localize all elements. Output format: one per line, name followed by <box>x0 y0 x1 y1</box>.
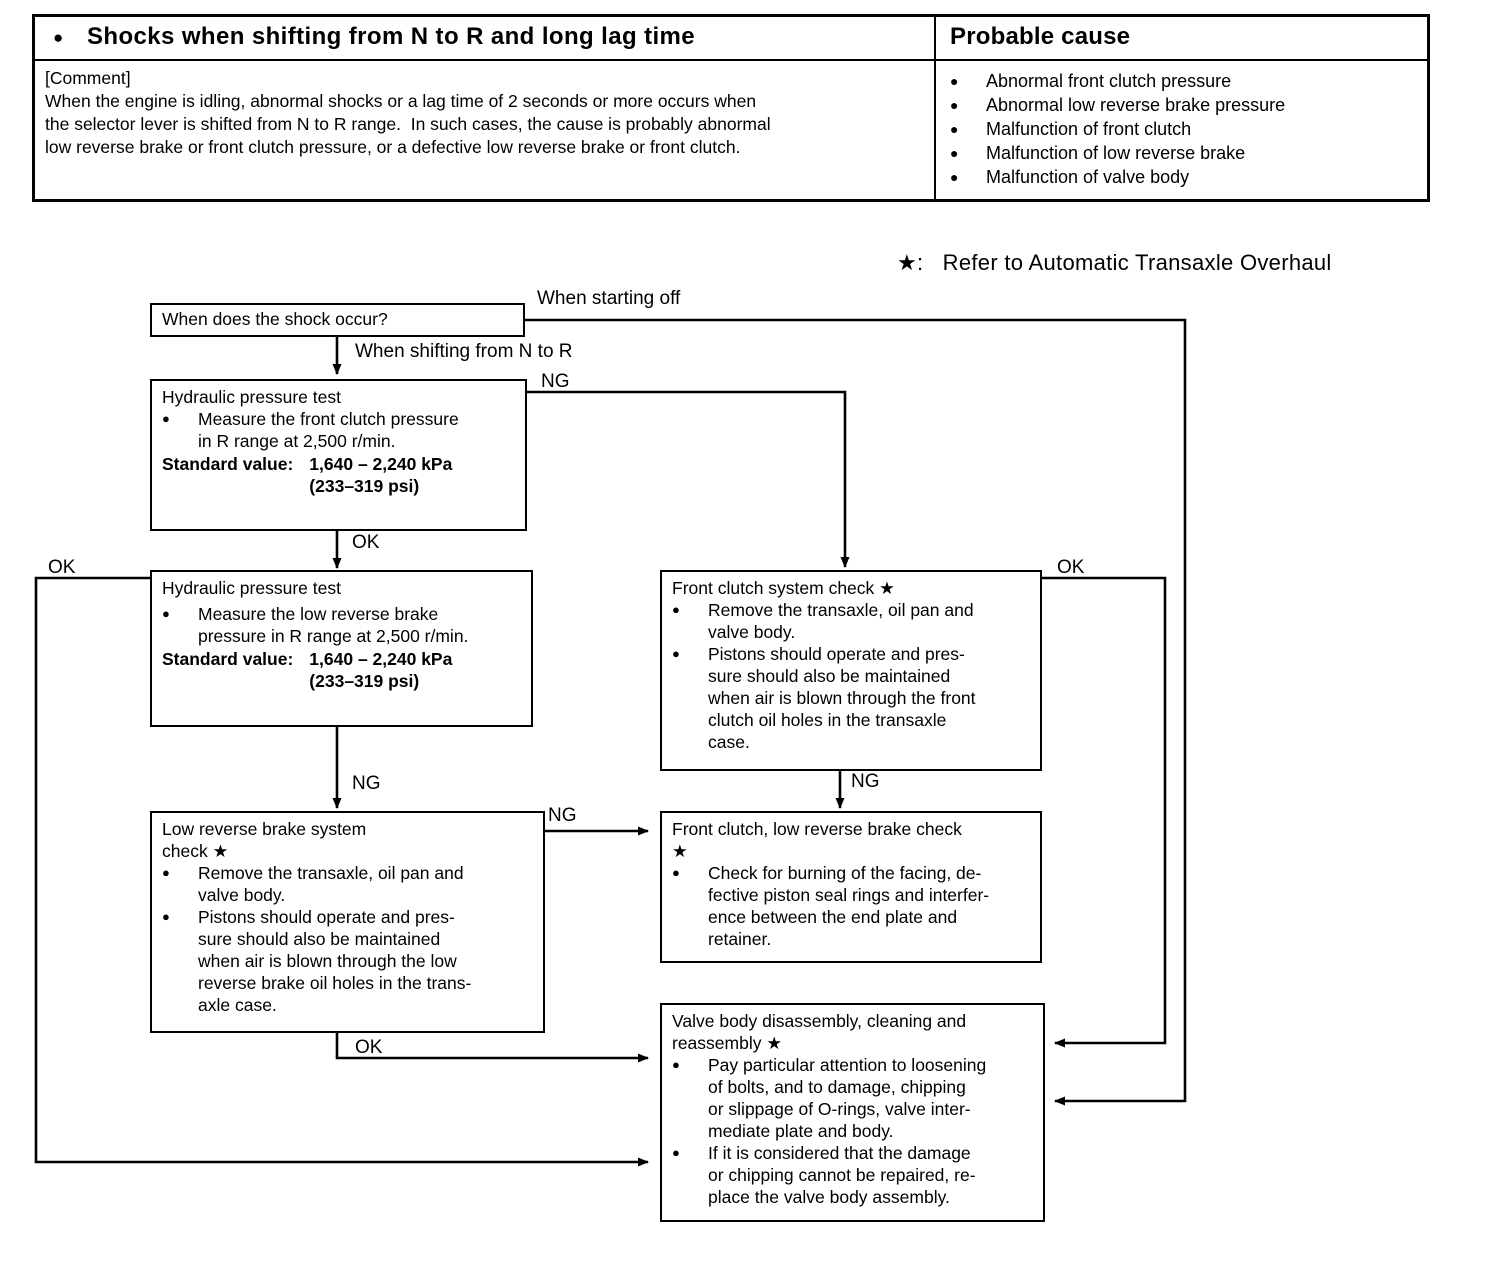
edge-label-ok-n5: OK <box>355 1037 383 1058</box>
cause-text: Abnormal low reverse brake pressure <box>986 95 1286 115</box>
node-item-text: If it is considered that the damage or c… <box>708 1143 976 1207</box>
node-item: ● Pistons should operate and pres- sure s… <box>672 643 1032 753</box>
causes-list: ● Abnormal front clutch pressure ● Abnorma… <box>936 61 1427 199</box>
bullet-icon: ● <box>672 1057 680 1072</box>
edge-label-ok-n2: OK <box>352 532 380 553</box>
node-title: Front clutch, low reverse brake check ★ <box>672 819 962 861</box>
list-item: ● Abnormal low reverse brake pressure <box>950 93 1427 117</box>
comment-line: the selector lever is shifted from N to … <box>45 114 771 134</box>
edge-label-starting-off: When starting off <box>537 288 681 309</box>
node-item-text: Remove the transaxle, oil pan and valve … <box>198 863 464 905</box>
comment-cell: [Comment] When the engine is idling, abn… <box>35 61 936 199</box>
list-item: ● Malfunction of front clutch <box>950 117 1427 141</box>
edge-label-ng-top: NG <box>541 371 570 392</box>
bullet-icon: ● <box>162 411 170 426</box>
node-item-text: Remove the transaxle, oil pan and valve … <box>708 600 974 642</box>
standard-value-label: Standard value: <box>162 454 294 474</box>
node-title: Valve body disassembly, cleaning and rea… <box>672 1011 967 1053</box>
probable-cause-header-cell: Probable cause <box>936 17 1427 59</box>
symptom-table: ● Shocks when shifting from N to R and lo… <box>32 14 1430 202</box>
edge-label-ok-right: OK <box>1057 557 1085 578</box>
node-title: Front clutch system check ★ <box>672 578 895 598</box>
standard-value-label: Standard value: <box>162 649 294 669</box>
node-item: ● Check for burning of the facing, de- fe… <box>672 862 1032 950</box>
node-low-reverse-brake-system-check[interactable]: Low reverse brake system check ★ ● Remove… <box>150 811 545 1033</box>
bullet-icon: ● <box>672 1145 680 1160</box>
node-item: ● Remove the transaxle, oil pan and valve… <box>672 599 1032 643</box>
star-legend: ★: Refer to Automatic Transaxle Overhaul <box>897 250 1332 275</box>
cause-text: Malfunction of valve body <box>986 167 1190 187</box>
edge-label-ng-n4: NG <box>851 771 880 792</box>
cause-text: Abnormal front clutch pressure <box>986 71 1232 91</box>
cause-text: Malfunction of low reverse brake <box>986 143 1246 163</box>
bullet-icon: ● <box>950 97 959 113</box>
edge-label-ok-left: OK <box>48 557 76 578</box>
table-body-row: [Comment] When the engine is idling, abn… <box>35 61 1427 199</box>
node-item: ● Measure the front clutch pressure in R … <box>162 408 517 452</box>
probable-cause-title: Probable cause <box>950 23 1131 50</box>
node-front-clutch-low-reverse-brake-check[interactable]: Front clutch, low reverse brake check ★ … <box>660 811 1042 963</box>
edge-label-ng-n3: NG <box>352 773 381 794</box>
node-item-text: Measure the front clutch pressure in R r… <box>198 409 459 451</box>
edge-label-ng-n5: NG <box>548 805 577 826</box>
edge-label-shifting-n-to-r: When shifting from N to R <box>355 341 573 362</box>
symptom-header-cell: ● Shocks when shifting from N to R and lo… <box>35 17 936 59</box>
bullet-icon: ● <box>53 28 64 47</box>
node-title: When does the shock occur? <box>162 309 388 329</box>
comment-block: [Comment] When the engine is idling, abn… <box>35 61 934 169</box>
node-item: ● If it is considered that the damage or … <box>672 1142 1035 1208</box>
comment-label: [Comment] <box>45 68 131 88</box>
comment-line: low reverse brake or front clutch pressu… <box>45 137 741 157</box>
list-item: ● Malfunction of valve body <box>950 165 1427 189</box>
bullet-icon: ● <box>672 865 680 880</box>
table-header-row: ● Shocks when shifting from N to R and lo… <box>35 17 1427 61</box>
node-hydraulic-test-front-clutch[interactable]: Hydraulic pressure test ● Measure the fro… <box>150 379 527 531</box>
symptom-title-text: Shocks when shifting from N to R and lon… <box>87 23 696 50</box>
bullet-icon: ● <box>162 865 170 880</box>
bullet-icon: ● <box>950 73 959 89</box>
node-item: ● Pay particular attention to loosening o… <box>672 1054 1035 1142</box>
list-item: ● Abnormal front clutch pressure <box>950 69 1427 93</box>
bullet-icon: ● <box>162 909 170 924</box>
bullet-icon: ● <box>950 121 959 137</box>
node-front-clutch-system-check[interactable]: Front clutch system check ★ ● Remove the … <box>660 570 1042 771</box>
standard-value: Standard value: 1,640 – 2,240 kPa (233–3… <box>162 648 523 692</box>
node-title: Hydraulic pressure test <box>162 578 341 598</box>
standard-value-text: 1,640 – 2,240 kPa (233–319 psi) <box>309 649 453 691</box>
node-item: ● Measure the low reverse brake pressure … <box>162 603 523 647</box>
node-item-text: Check for burning of the facing, de- fec… <box>708 863 990 949</box>
bullet-icon: ● <box>162 606 170 621</box>
list-item: ● Malfunction of low reverse brake <box>950 141 1427 165</box>
cause-text: Malfunction of front clutch <box>986 119 1192 139</box>
bullet-icon: ● <box>950 169 959 185</box>
node-item-text: Pistons should operate and pres- sure sh… <box>198 907 472 1015</box>
node-title: Hydraulic pressure test <box>162 387 341 407</box>
node-item-text: Pistons should operate and pres- sure sh… <box>708 644 976 752</box>
node-item-text: Pay particular attention to loosening of… <box>708 1055 987 1141</box>
bullet-icon: ● <box>672 602 680 617</box>
symptom-title: ● Shocks when shifting from N to R and lo… <box>53 23 934 51</box>
causes-cell: ● Abnormal front clutch pressure ● Abnorma… <box>936 61 1427 199</box>
node-item: ● Pistons should operate and pres- sure s… <box>162 906 535 1016</box>
node-valve-body-disassembly[interactable]: Valve body disassembly, cleaning and rea… <box>660 1003 1045 1222</box>
comment-line: When the engine is idling, abnormal shoc… <box>45 91 757 111</box>
node-hydraulic-test-low-reverse-brake[interactable]: Hydraulic pressure test ● Measure the low… <box>150 570 533 727</box>
node-item: ● Remove the transaxle, oil pan and valve… <box>162 862 535 906</box>
node-item-text: Measure the low reverse brake pressure i… <box>198 604 469 646</box>
standard-value: Standard value: 1,640 – 2,240 kPa (233–3… <box>162 453 517 497</box>
node-shock-question[interactable]: When does the shock occur? <box>150 303 525 337</box>
node-title: Low reverse brake system check ★ <box>162 819 367 861</box>
bullet-icon: ● <box>672 646 680 661</box>
bullet-icon: ● <box>950 145 959 161</box>
standard-value-text: 1,640 – 2,240 kPa (233–319 psi) <box>309 454 453 496</box>
